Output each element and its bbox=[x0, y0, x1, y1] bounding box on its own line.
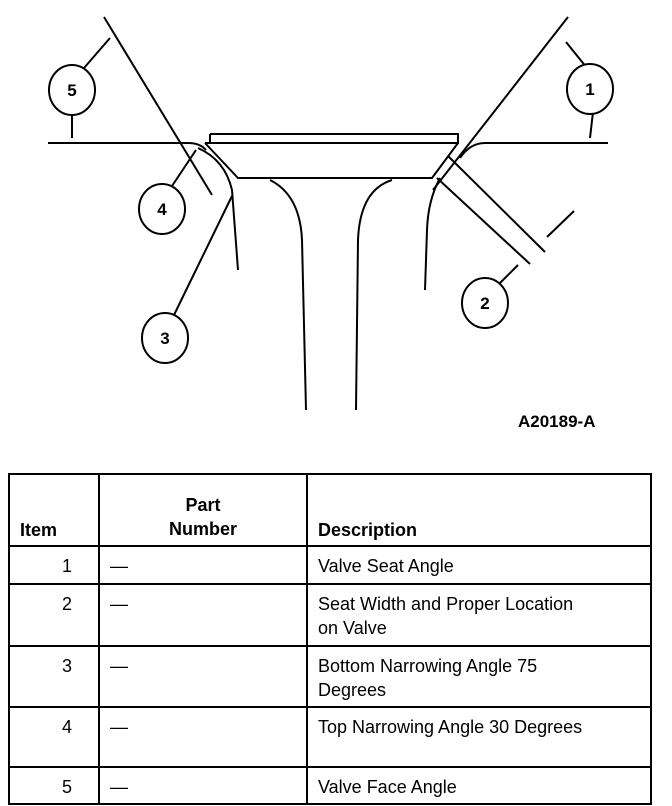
leader-4 bbox=[171, 149, 197, 187]
callout-1: 1 bbox=[566, 63, 614, 115]
svg-text:4: 4 bbox=[157, 200, 167, 219]
description-cell: Top Narrowing Angle 30 Degrees bbox=[306, 706, 652, 768]
valve-seat-diagram: 5 1 4 3 2 bbox=[48, 16, 614, 411]
seat-width-arrow bbox=[497, 264, 519, 286]
leader-3 bbox=[173, 195, 233, 316]
seat-width-arrow bbox=[546, 210, 575, 238]
table-row: 2—Seat Width and Proper Location on Valv… bbox=[8, 583, 652, 647]
description-cell: Bottom Narrowing Angle 75 Degrees bbox=[306, 645, 652, 708]
item-cell: 3 bbox=[8, 645, 100, 708]
header-item: Item bbox=[8, 473, 100, 547]
leader-1 bbox=[565, 41, 594, 139]
part-number-cell: — bbox=[98, 706, 308, 768]
description-cell: Seat Width and Proper Location on Valve bbox=[306, 583, 652, 647]
header-part-line2: Number bbox=[168, 519, 237, 539]
item-cell: 2 bbox=[8, 583, 100, 647]
right-reference-line bbox=[459, 142, 608, 159]
valve-stem-left bbox=[269, 179, 307, 411]
svg-text:2: 2 bbox=[480, 294, 489, 313]
svg-text:1: 1 bbox=[585, 80, 594, 99]
callout-3: 3 bbox=[141, 312, 189, 364]
valve-head bbox=[204, 133, 459, 179]
svg-text:3: 3 bbox=[160, 329, 169, 348]
table-row: 1—Valve Seat Angle bbox=[8, 545, 652, 585]
item-cell: 5 bbox=[8, 766, 100, 805]
item-cell: 1 bbox=[8, 545, 100, 585]
valve-seat-angle-line bbox=[432, 16, 569, 191]
valve-stem-right bbox=[355, 179, 393, 411]
callout-2: 2 bbox=[461, 277, 509, 329]
valve-face-angle-line bbox=[103, 16, 213, 196]
table-row: 5—Valve Face Angle bbox=[8, 766, 652, 805]
description-cell: Valve Seat Angle bbox=[306, 545, 652, 585]
svg-text:5: 5 bbox=[67, 81, 76, 100]
seat-width-line bbox=[436, 177, 531, 265]
part-number-cell: — bbox=[98, 583, 308, 647]
part-number-cell: — bbox=[98, 645, 308, 708]
right-seat-profile bbox=[424, 177, 441, 291]
table-row: 3—Bottom Narrowing Angle 75 Degrees bbox=[8, 645, 652, 708]
part-number-cell: — bbox=[98, 766, 308, 805]
header-description: Description bbox=[306, 473, 652, 547]
left-seat-profile bbox=[197, 147, 239, 271]
leader-5 bbox=[71, 37, 111, 138]
table-row: 4—Top Narrowing Angle 30 Degrees bbox=[8, 706, 652, 768]
figure-id: A20189-A bbox=[518, 412, 596, 431]
part-number-cell: — bbox=[98, 545, 308, 585]
item-cell: 4 bbox=[8, 706, 100, 768]
left-reference-line bbox=[48, 142, 207, 151]
callout-5: 5 bbox=[48, 64, 96, 116]
header-part-line1: Part bbox=[185, 495, 221, 515]
callout-4: 4 bbox=[138, 183, 186, 235]
seat-width-line bbox=[447, 155, 546, 253]
description-cell: Valve Face Angle bbox=[306, 766, 652, 805]
